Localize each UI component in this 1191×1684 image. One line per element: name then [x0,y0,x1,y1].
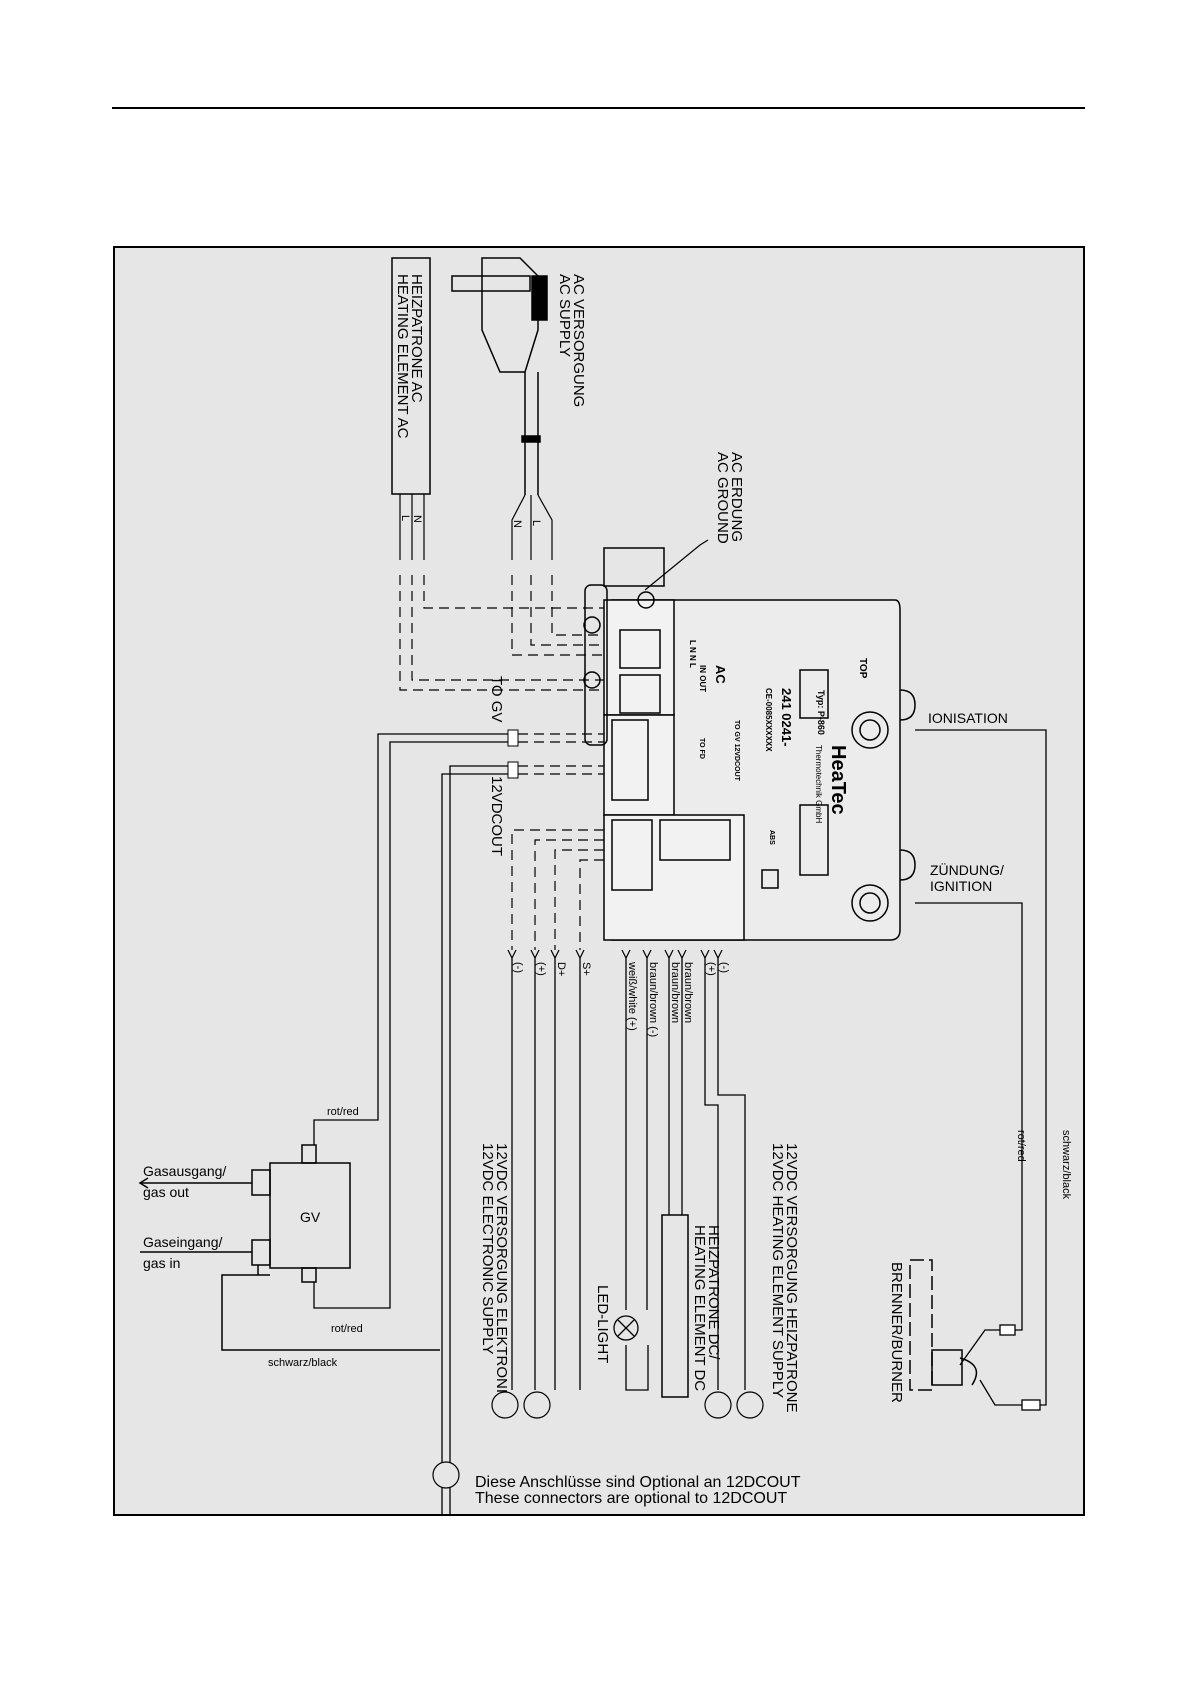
gv-wires [313,733,508,1515]
dc-output-wires [511,958,746,1391]
device-tofd: TO FD [698,738,705,759]
ac-supply-de-label: AC VERSORGUNG [570,274,587,407]
device-top: TOP [857,658,868,679]
wire-splus-label: S+ [580,962,592,976]
device-abs: ABS [768,830,775,845]
dc-supply-elec-en-label: 12VDC ELECTRONIC SUPPLY [479,1143,496,1354]
gas-out-en-label: gas out [143,1184,189,1200]
ignition-en-label: IGNITION [930,878,992,894]
gas-out-de-label: Gasausgang/ [143,1163,226,1179]
note-en-label: These connectors are optional to 12DCOUT [475,1490,787,1507]
ionisation-label: IONISATION [928,710,1008,726]
term-n2: N [411,515,423,523]
heater-ac-de-label: HEIZPATRONE AC [408,274,425,403]
heater-dc-body [661,1214,689,1398]
device-type: Typ: P-860 [816,690,826,735]
dc-supply-elec-de-label: 12VDC VERSORGUNG ELEKTRONIK [493,1143,510,1403]
wire-brown-minus-label: braun/brown (-) [647,962,659,1037]
dc-supply-heat-en-label: 12VDC HEATING ELEMENT SUPPLY [769,1143,786,1398]
red-top-label: rot/red [327,1106,359,1118]
black-right-label: schwarz/black [1060,1130,1072,1200]
device-lnnl: L N N L [688,640,697,668]
gas-valve [138,1144,440,1351]
diagram-panel [113,246,1085,1516]
device-ac: AC [713,665,728,684]
heater-ac-body [391,257,431,495]
to-gv-connector [507,729,519,747]
wire-brown1-label: braun/brown [669,962,681,1023]
to-gv-label: TO GV [488,676,505,722]
heater-ac-en-label: HEATING ELEMENT AC [394,274,411,439]
red-right-label: rot/red [1015,1130,1027,1162]
ionisation-ignition-wires [915,729,1047,1411]
term-l1: L [530,520,542,526]
gv-label: GV [300,1209,321,1225]
wire-plus2-label: (+) [705,962,717,976]
device-sub: Thermotechnik GmbH [814,745,823,823]
device-togv: TO GV 12VDCOUT [733,720,740,782]
note-de-label: Diese Anschlüsse sind Optional an 12DCOU… [475,1474,801,1491]
led-light [613,1315,639,1341]
wire-dplus-label: D+ [555,962,567,976]
heater-dc-en-label: HEATING ELEMENT DC [691,1225,708,1391]
wire-plus-label: (+) [535,962,547,976]
device-ce: CE-0085XXXXXX [764,688,773,752]
wire-brown2-label: braun/brown [682,962,694,1023]
dc-supply-heat-de-label: 12VDC VERSORGUNG HEIZPATRONE [783,1143,800,1413]
led-light-label: LED-LIGHT [594,1285,611,1363]
gas-in-de-label: Gaseingang/ [143,1234,223,1250]
wire-minus2-label: (-) [718,962,730,973]
red-bottom-label: rot/red [331,1323,363,1335]
ac-plug [451,257,548,495]
ac-ground-en-label: AC GROUND [714,452,731,544]
ac-dashed-links [399,575,605,691]
heater-dc-de-label: HEIZPATRONE DC/ [705,1225,722,1360]
gas-in-en-label: gas in [143,1255,180,1271]
ac-ground-de-label: AC ERDUNG [728,452,745,542]
dc-out-connector [507,761,519,779]
term-l2: L [399,515,411,521]
gv-dc-dashed [518,733,604,775]
dc-dashed-links [511,829,604,950]
device-in-out: IN OUT [698,665,707,692]
ignition-de-label: ZÜNDUNG/ [930,861,1004,878]
burner [909,1259,978,1391]
ac-supply-wires [511,494,553,560]
device-num: 241 0241- [779,688,794,747]
ac-supply-en-label: AC SUPPLY [556,274,573,357]
device-brand: HeaTec [827,745,849,815]
term-n1: N [511,520,523,528]
black-bottom-label: schwarz/black [268,1357,338,1369]
heatec-controller [583,547,916,941]
wire-minus-label: (-) [512,962,524,973]
burner-label: BRENNER/BURNER [888,1262,905,1403]
optional-connectors [432,1391,764,1489]
heater-ac-wires [399,494,425,560]
wire-white-label: weiß/white (+) [626,961,638,1031]
dc-out-label: 12VDCOUT [488,776,505,856]
